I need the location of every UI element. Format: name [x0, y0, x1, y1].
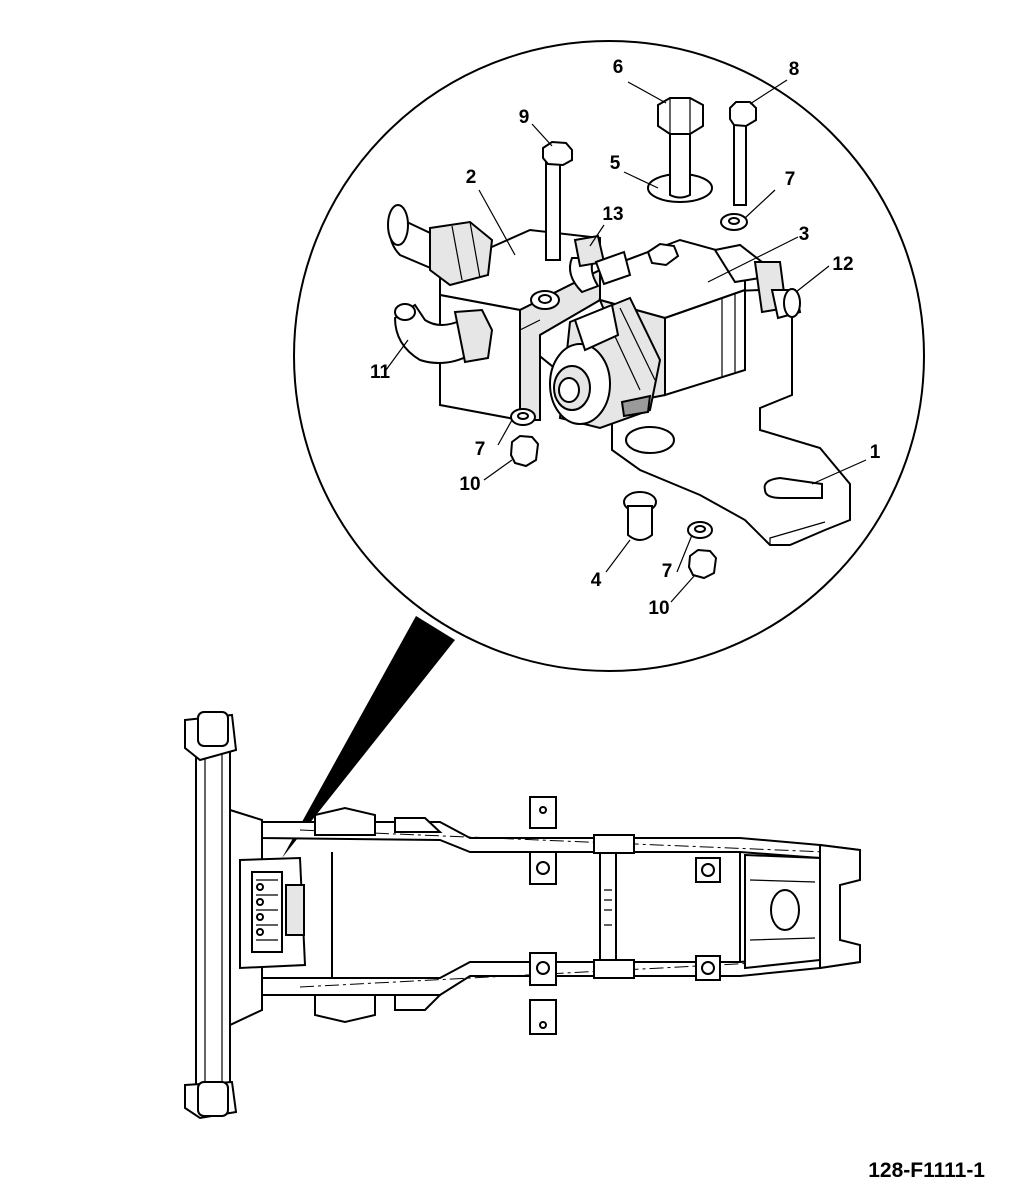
frame-mounts	[314, 796, 557, 1035]
figure-id: 128-F1111-1	[868, 1159, 985, 1182]
detail-pointer	[282, 616, 455, 858]
hose-elbow	[393, 303, 494, 365]
fitting-plug	[623, 491, 657, 541]
bolt-long-right	[720, 101, 757, 231]
solenoid-coil	[549, 296, 662, 430]
callout-2: 2	[466, 167, 477, 188]
callout-7-right: 7	[662, 561, 673, 582]
callout-10-left: 10	[459, 474, 480, 495]
bolt-large	[647, 97, 713, 203]
detail-view	[282, 40, 925, 858]
valve-assembly	[387, 97, 851, 580]
callout-11: 11	[370, 362, 391, 383]
callout-13: 13	[602, 204, 623, 225]
callout-10-right: 10	[648, 598, 669, 619]
rear-section	[695, 843, 861, 981]
callout-4: 4	[591, 570, 602, 591]
callout-6: 6	[613, 57, 624, 78]
callout-7-left: 7	[475, 439, 486, 460]
callout-9: 9	[519, 107, 530, 128]
callout-7-top: 7	[785, 169, 796, 190]
callout-3: 3	[799, 224, 810, 245]
callout-8: 8	[789, 59, 800, 80]
cross-member	[593, 834, 635, 979]
elbow-fitting	[569, 234, 632, 294]
bolt-long-left	[542, 140, 573, 261]
leader-lines	[385, 79, 867, 603]
valve-location	[239, 856, 307, 970]
chassis-overview	[184, 711, 861, 1120]
callouts: 1 2 3 4 5 6 7 7 7 8 9 10 10 11 12 13	[370, 57, 881, 619]
detail-circle	[293, 40, 925, 672]
callout-1: 1	[870, 442, 881, 463]
callout-12: 12	[832, 254, 853, 275]
fitting-right	[713, 243, 802, 320]
callout-5: 5	[610, 153, 621, 174]
